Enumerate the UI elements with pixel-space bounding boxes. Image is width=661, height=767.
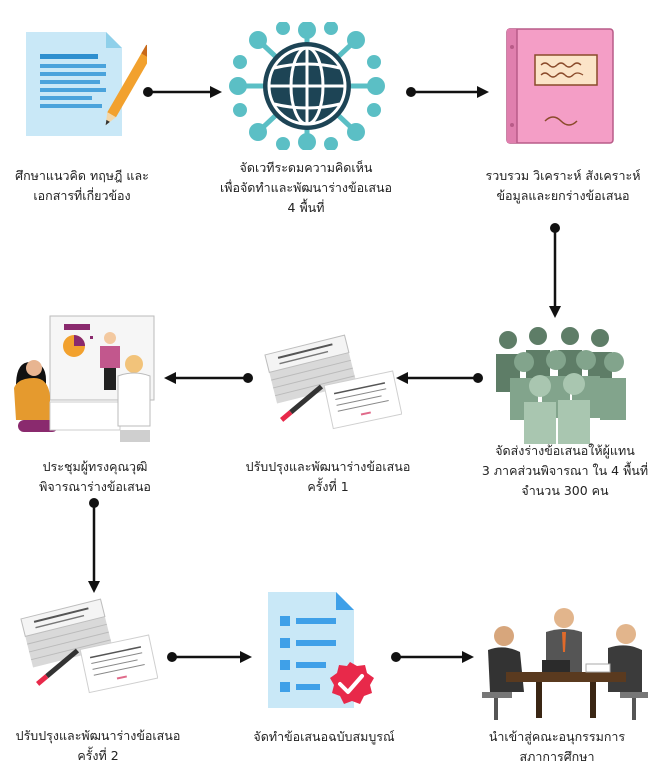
arrow-left-2 [160, 370, 254, 386]
step-label-revise1: ปรับปรุงและพัฒนาร่างข้อเสนอ ครั้งที่ 1 [245, 459, 411, 494]
arrow-right-4 [390, 649, 476, 665]
arrow-down-2 [86, 497, 102, 595]
step-label-analyze: รวบรวม วิเคราะห์ สังเคราะห์ ข้อมูลและยกร… [485, 168, 641, 203]
step-label-send: จัดส่งร่างข้อเสนอให้ผู้แทน 3 ภาคส่วนพิจา… [481, 443, 649, 498]
arrow-down-1 [547, 222, 563, 320]
step-label-study: ศึกษาแนวคิด ทฤษฎี และ เอกสารที่เกี่ยวข้อ… [15, 168, 149, 203]
arrow-right-3 [166, 649, 254, 665]
book-icon [505, 27, 617, 145]
checklist-document-icon [264, 590, 382, 714]
paper-stack-icon-2 [18, 594, 158, 694]
document-pen-icon [22, 30, 147, 140]
arrow-left-1 [392, 370, 484, 386]
step-label-submit: นำเข้าสู่คณะอนุกรรมการ สภาการศึกษา [488, 729, 626, 764]
arrow-right-2 [405, 84, 491, 100]
meeting-presentation-icon [10, 312, 158, 444]
step-label-experts: ประชุมผู้ทรงคุณวุฒิ พิจารณาร่างข้อเสนอ [39, 459, 151, 494]
globe-network-icon [228, 22, 386, 150]
paper-stack-icon [262, 330, 402, 430]
business-meeting-icon [476, 606, 652, 724]
people-group-icon [494, 326, 628, 446]
arrow-right-1 [142, 84, 224, 100]
step-label-forum: จัดเวทีระดมความคิดเห็น เพื่อจัดทำและพัฒน… [219, 160, 393, 215]
step-label-final: จัดทำข้อเสนอฉบับสมบูรณ์ [253, 729, 395, 744]
step-label-revise2: ปรับปรุงและพัฒนาร่างข้อเสนอ ครั้งที่ 2 [15, 728, 181, 763]
